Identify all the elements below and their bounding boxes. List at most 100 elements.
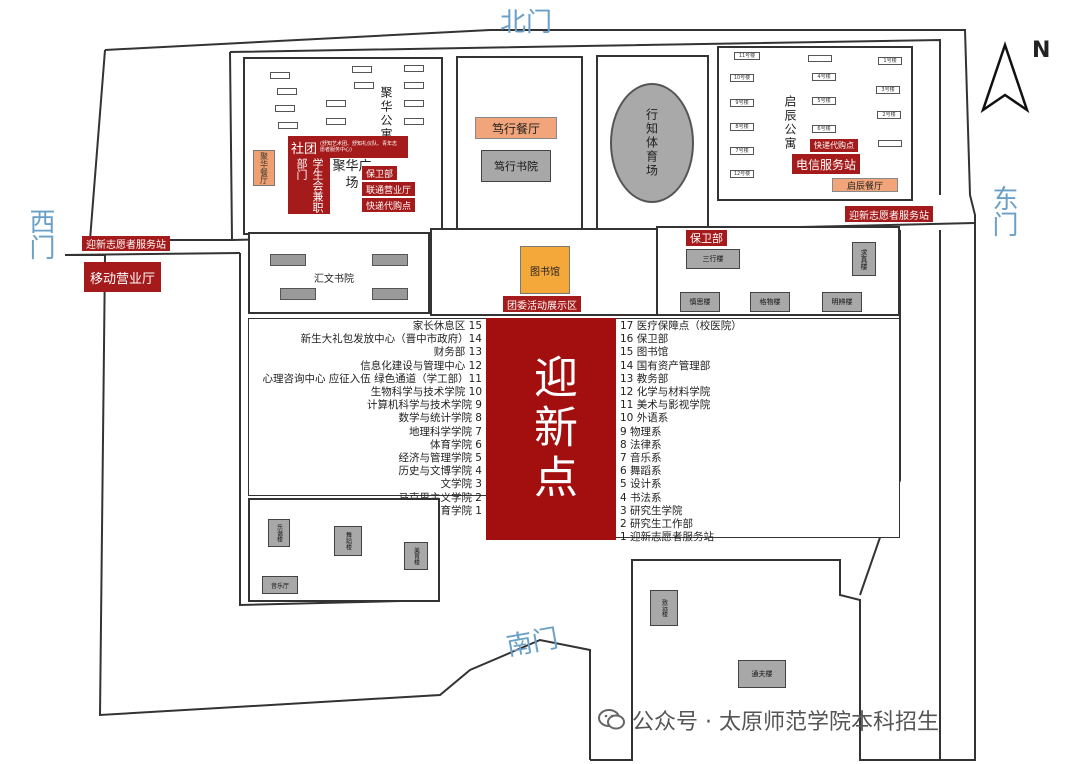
huiwen-zone (248, 232, 430, 314)
duxing-academy[interactable]: 笃行书院 (481, 150, 551, 182)
qichen-building: 10号楼 (730, 74, 754, 82)
list-item: 10 外语系 (620, 412, 669, 425)
qichen-dorm-block (878, 140, 902, 147)
huiwen-building (372, 254, 408, 266)
juhua-dorm-block (354, 82, 374, 89)
list-item: 经济与管理学院 5 (398, 452, 482, 465)
juhua-dorm-block (275, 105, 295, 112)
huiwen-building (280, 288, 316, 300)
qichen-dorm-block (808, 55, 832, 62)
qichen-building: 3号楼 (876, 86, 900, 94)
gym-field[interactable]: 行知体育场 (610, 83, 694, 203)
list-item: 11 美术与影视学院 (620, 399, 711, 412)
list-item: 9 物理系 (620, 425, 662, 438)
watermark: 公众号 · 太原师范学院本科招生 (598, 704, 939, 736)
list-item: 历史与文博学院 4 (398, 465, 482, 478)
list-item: 生物科学与技术学院 10 (370, 386, 482, 399)
list-item: 体育学院 6 (429, 438, 482, 451)
club-note: (舒知艺术团、舒知礼仪队、青年志愿者服务中心) (320, 141, 397, 153)
juhua-dorm-block (404, 65, 424, 72)
wudao-building[interactable]: 舞蹈楼 (334, 526, 362, 556)
list-item: 17 医疗保障点（校医院） (620, 320, 742, 332)
west-gate-label: 西门 (25, 208, 55, 260)
welcome-point[interactable]: 迎新点 (486, 318, 616, 540)
welcome-right-zone (614, 318, 900, 538)
mingbian-building[interactable]: 明辨楼 (822, 292, 862, 312)
qichen-building: 1号楼 (878, 57, 902, 65)
list-item: 计算机科学与技术学院 9 (366, 399, 482, 412)
juhua-dorm-block (404, 118, 424, 125)
telecom-station[interactable]: 电信服务站 (792, 154, 861, 174)
east-security[interactable]: 保卫部 (686, 230, 727, 246)
list-item: 地理科学学院 7 (408, 425, 482, 438)
list-item: 13 教务部 (620, 372, 669, 385)
compass-label: N (1032, 38, 1051, 63)
huiwen-building (372, 288, 408, 300)
list-item: 信息化建设与管理中心 12 (360, 359, 482, 372)
wechat-icon (598, 709, 625, 730)
list-item: 5 设计系 (620, 478, 662, 491)
list-item: 6 舞蹈系 (620, 465, 662, 478)
juhua-security[interactable]: 保卫部 (362, 166, 398, 180)
duxing-zone (456, 56, 583, 236)
club-label: 社团 (291, 141, 318, 157)
yinyue-hall[interactable]: 音乐厅 (262, 576, 298, 594)
list-item: 7 音乐系 (620, 452, 662, 465)
juhua-canteen[interactable]: 聚华餐厅 (253, 150, 275, 186)
list-item: 3 研究生学院 (620, 504, 683, 517)
tongfu-building[interactable]: 通夫楼 (738, 660, 786, 688)
qichen-building: 2号楼 (877, 111, 901, 119)
unicom-hall[interactable]: 联通营业厅 (362, 182, 416, 196)
list-item: 4 书法系 (620, 491, 662, 504)
list-item: 财务部 13 (433, 346, 482, 359)
qichen-apartment-label: 启辰公寓 (783, 95, 797, 151)
list-item: 8 法律系 (620, 438, 662, 451)
qiuzhen-building[interactable]: 求真楼 (852, 242, 876, 276)
qichen-building: 4号楼 (812, 73, 836, 81)
student-union[interactable]: 学生会兼职部门 (288, 158, 330, 214)
gewu-building[interactable]: 格物楼 (750, 292, 790, 312)
meiyu-building[interactable]: 美育楼 (404, 542, 428, 570)
qichen-building: 7号楼 (730, 147, 754, 155)
qichen-building: 5号楼 (812, 97, 836, 105)
mobile-hall[interactable]: 移动营业厅 (84, 262, 162, 292)
list-item: 15 图书馆 (620, 346, 669, 359)
volunteer-station-east[interactable]: 迎新志愿者服务站 (845, 206, 933, 222)
qichen-building: 8号楼 (730, 123, 754, 131)
list-item: 2 研究生工作部 (620, 518, 694, 531)
north-arrow-icon (980, 41, 1030, 114)
right-welcome-list: 17 医疗保障点（校医院） 16 保卫部 15 图书馆 14 国有资产管理部 1… (620, 320, 742, 544)
qichen-canteen[interactable]: 启辰餐厅 (832, 178, 898, 192)
juhua-express-point[interactable]: 快递代购点 (362, 198, 416, 212)
juhua-dorm-block (404, 82, 424, 89)
volunteer-station-west[interactable]: 迎新志愿者服务站 (82, 236, 170, 251)
watermark-text: 公众号 · 太原师范学院本科招生 (632, 710, 939, 735)
list-item: 文学院 3 (440, 478, 482, 491)
qichen-building: 6号楼 (812, 125, 836, 133)
qichen-express-point[interactable]: 快递代购点 (810, 139, 858, 152)
sanxing-building[interactable]: 三行楼 (686, 249, 740, 269)
huiwen-building (270, 254, 306, 266)
shensi-building[interactable]: 慎思楼 (680, 292, 720, 312)
duxing-canteen[interactable]: 笃行餐厅 (475, 117, 557, 139)
east-gate-label: 东门 (988, 185, 1018, 237)
huiwen-label: 汇文书院 (314, 274, 354, 285)
juhua-dorm-block (326, 118, 346, 125)
zhiyuan-building[interactable]: 致远楼 (650, 590, 678, 626)
north-gate-label: 北门 (500, 8, 553, 38)
qichen-building: 11号楼 (734, 52, 760, 60)
library-building[interactable]: 图书馆 (520, 246, 570, 294)
lexie-building[interactable]: 乐谐楼 (268, 519, 290, 547)
juhua-dorm-block (326, 100, 346, 107)
juhua-dorm-block (278, 122, 298, 129)
juhua-dorm-block (270, 72, 290, 79)
list-item: 1 迎新志愿者服务站 (620, 531, 715, 544)
list-item: 数学与统计学院 8 (398, 412, 482, 425)
juhua-dorm-block (352, 66, 372, 73)
club-block[interactable]: 社团 (舒知艺术团、舒知礼仪队、青年志愿者服务中心) (288, 136, 408, 158)
list-item: 16 保卫部 (620, 333, 669, 346)
juhua-square-label: 聚华广场 (332, 159, 372, 191)
list-item: 教育学院 1 (429, 504, 482, 517)
youth-league-display[interactable]: 团委活动展示区 (503, 296, 581, 312)
juhua-apartment-label: 聚华公寓 (379, 86, 393, 142)
